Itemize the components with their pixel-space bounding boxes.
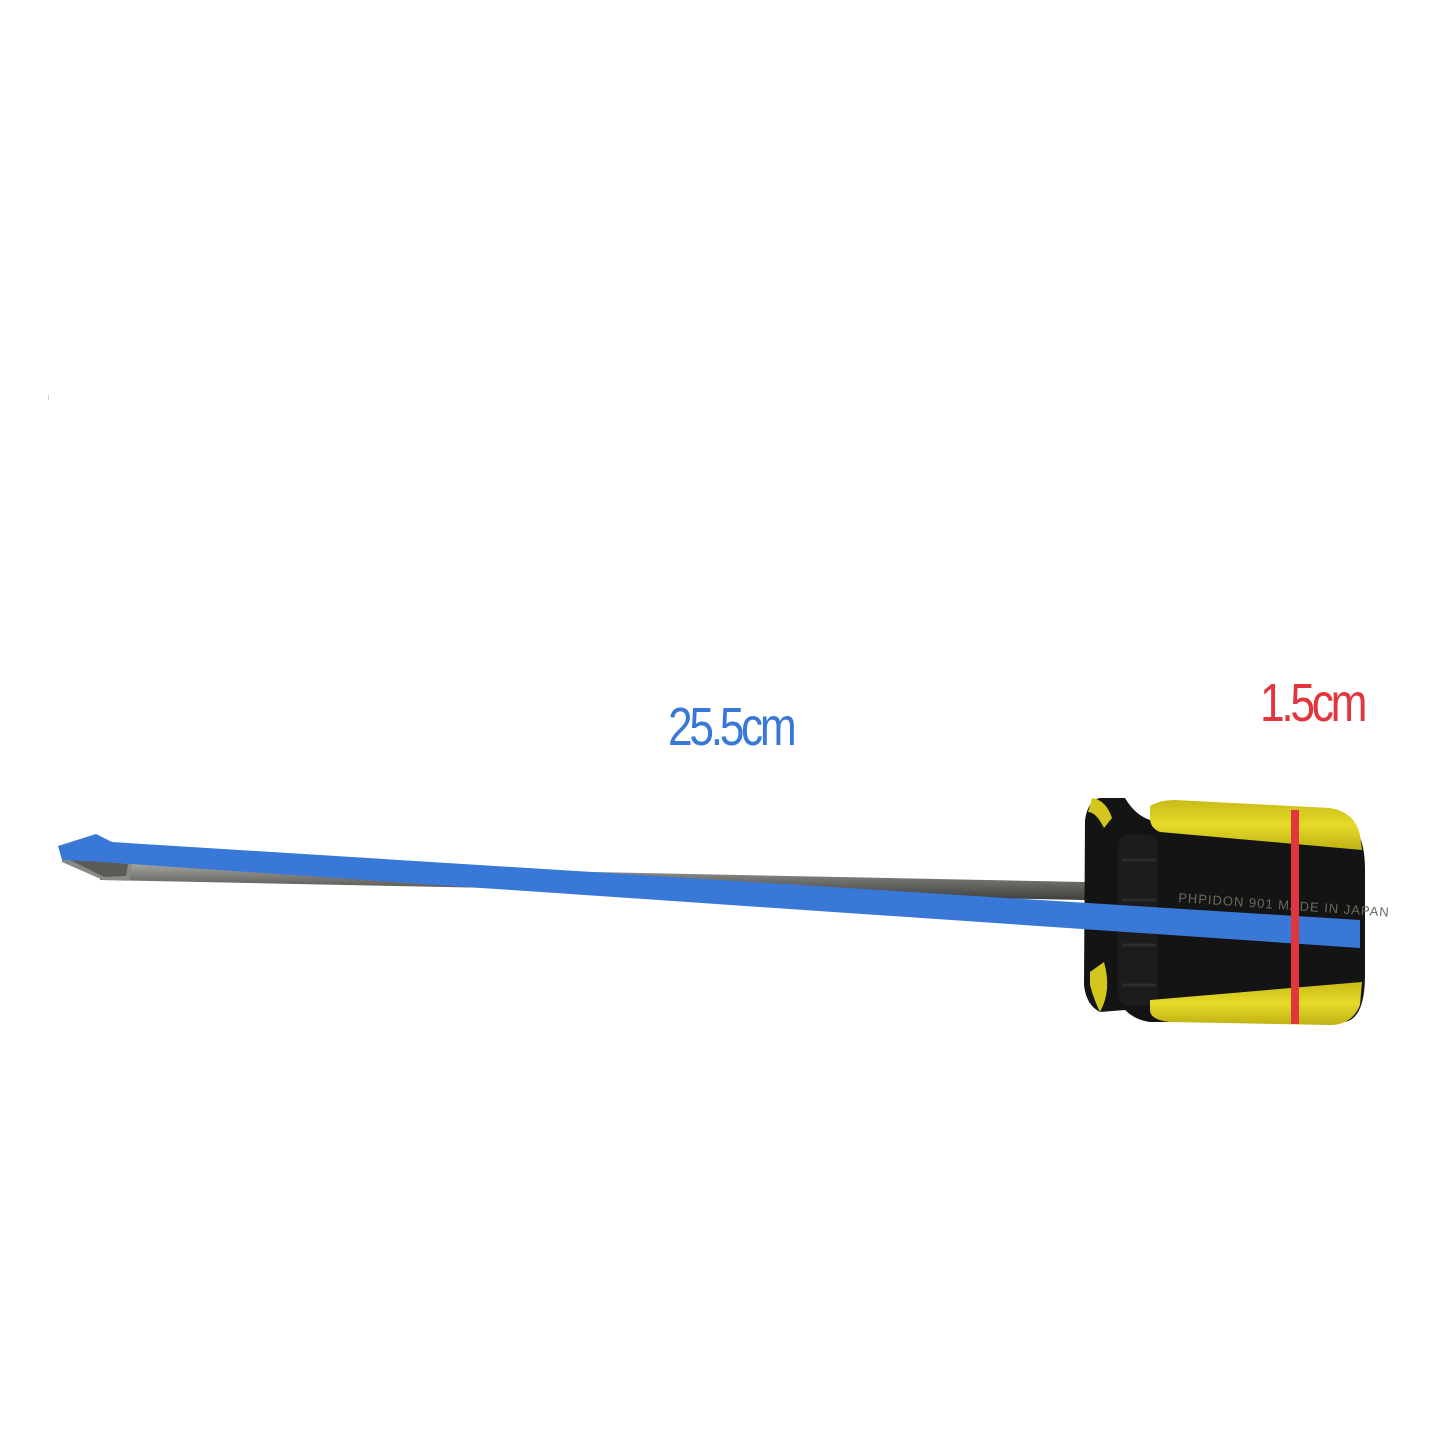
dust-speck: [48, 395, 49, 400]
length-label: 25.5cm: [668, 697, 797, 757]
diameter-measure-line: [1291, 810, 1299, 1024]
diameter-label: 1.5cm: [1260, 673, 1367, 733]
length-measure-line: [58, 834, 1360, 948]
